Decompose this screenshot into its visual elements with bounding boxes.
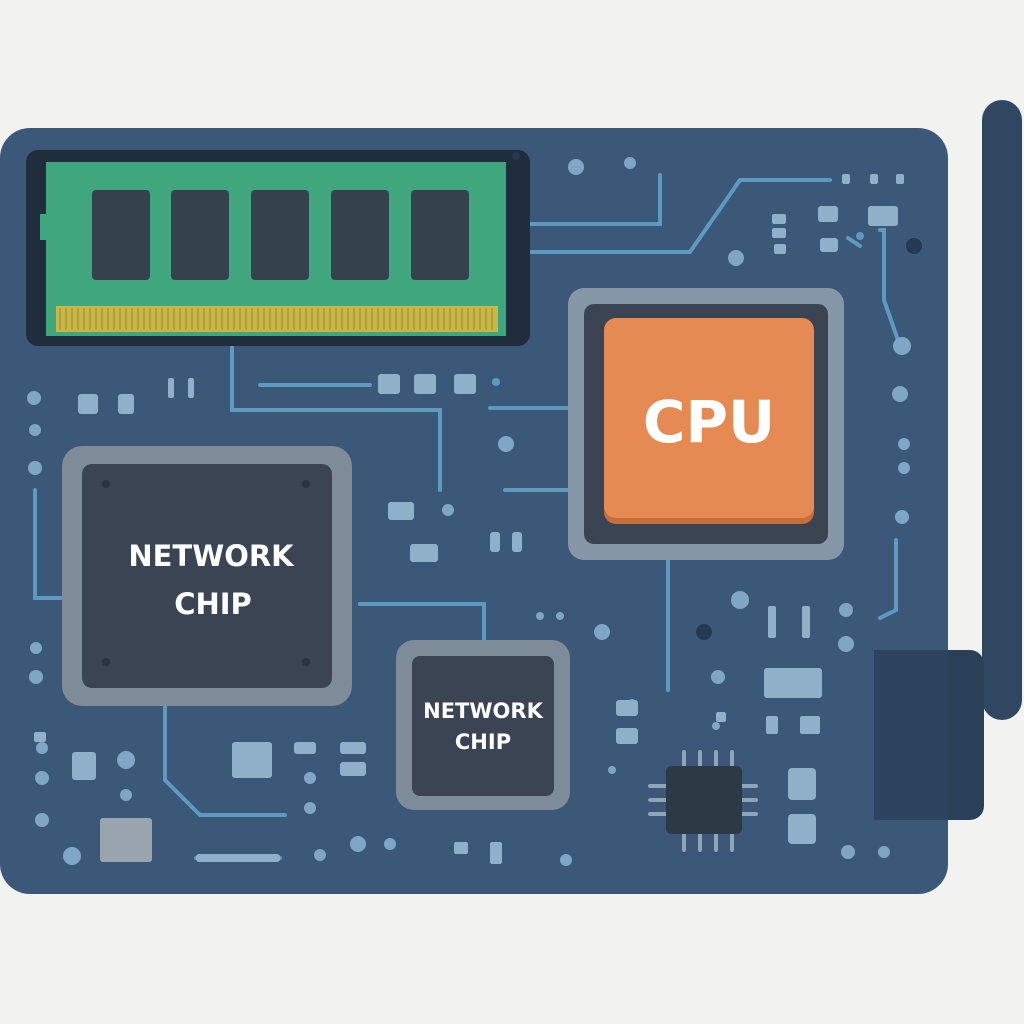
trace xyxy=(526,173,662,226)
cpu-label: CPU xyxy=(643,388,775,456)
chip-body xyxy=(82,464,332,688)
network-chip-large-label-line2: CHIP xyxy=(174,587,252,621)
trace xyxy=(526,178,832,254)
ram-chip xyxy=(411,190,469,280)
chip-body xyxy=(412,656,554,796)
ram-chip xyxy=(331,190,389,280)
ram-contact-pins xyxy=(59,308,493,330)
ram-module-icon xyxy=(26,150,530,346)
trace xyxy=(846,236,862,248)
ram-chip xyxy=(171,190,229,280)
cpu-die xyxy=(604,318,814,518)
chip-corner-dot xyxy=(302,658,310,666)
network-chip-small-label-line2: CHIP xyxy=(455,730,511,754)
trace xyxy=(163,704,287,817)
ram-gold-contacts xyxy=(56,306,498,332)
ic-body xyxy=(666,766,742,834)
passive-components xyxy=(34,174,904,864)
chip-corner-dot xyxy=(102,480,110,488)
trace xyxy=(878,538,898,620)
ram-chip xyxy=(92,190,150,280)
network-chip-large: NETWORK CHIP xyxy=(62,446,352,706)
components xyxy=(27,152,922,866)
chip-corner-dot xyxy=(302,480,310,488)
network-chip-small: NETWORK CHIP xyxy=(396,640,570,810)
trace xyxy=(230,338,442,492)
cpu-package: CPU xyxy=(568,288,844,560)
trace xyxy=(33,488,67,600)
trace xyxy=(878,228,902,348)
antenna-mount xyxy=(874,650,948,820)
chip-corner-dot xyxy=(102,658,110,666)
antenna-rod xyxy=(982,100,1022,720)
network-chip-small-label-line1: NETWORK xyxy=(423,699,543,723)
vias xyxy=(27,152,922,866)
ic-chip-icon xyxy=(648,750,758,852)
trace xyxy=(358,602,486,642)
network-chip-large-label-line1: NETWORK xyxy=(128,539,295,573)
ram-chip xyxy=(251,190,309,280)
